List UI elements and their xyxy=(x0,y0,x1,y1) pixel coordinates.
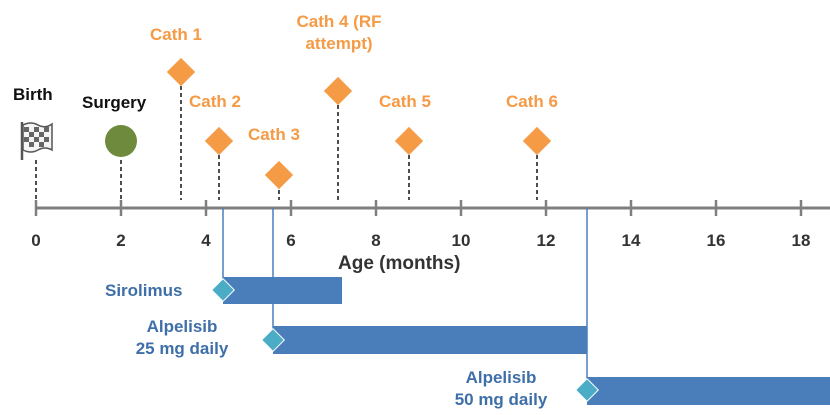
checkered-flag-icon xyxy=(20,122,53,160)
sirolimus-label: Sirolimus xyxy=(105,281,183,300)
alpelisib50-label: Alpelisib 50 mg daily xyxy=(441,367,561,411)
tick-label: 10 xyxy=(451,231,471,250)
tick-label: 4 xyxy=(201,231,211,250)
surgery-label: Surgery xyxy=(82,93,147,112)
sirolimus-start-marker xyxy=(210,277,236,303)
surgery-marker xyxy=(105,125,137,157)
cath5-label: Cath 5 xyxy=(379,92,431,111)
tick-label: 2 xyxy=(116,231,126,250)
birth-label: Birth xyxy=(13,85,53,104)
cath1-label: Cath 1 xyxy=(150,25,202,44)
cath6-marker xyxy=(522,126,552,156)
alpelisib50-bar xyxy=(587,377,830,405)
alpelisib25-label: Alpelisib 25 mg daily xyxy=(122,316,242,360)
axis-title: Age (months) xyxy=(338,253,461,274)
alpelisib25-label-line2: 25 mg daily xyxy=(135,339,229,358)
cath4-marker xyxy=(323,76,353,106)
cath6-label: Cath 6 xyxy=(506,92,558,111)
tick-label: 12 xyxy=(536,231,556,250)
sirolimus-bar xyxy=(223,277,342,304)
tick-label: 16 xyxy=(706,231,726,250)
alpelisib25-start-marker xyxy=(260,327,286,353)
cath4-label-line2: attempt) xyxy=(305,34,373,53)
alpelisib50-label-line2: 50 mg daily xyxy=(454,390,548,409)
alpelisib50-label-line1: Alpelisib xyxy=(465,368,537,387)
tick-label: 0 xyxy=(31,231,41,250)
cath4-label-line1: Cath 4 (RF xyxy=(296,12,382,31)
axis-ticks xyxy=(34,200,803,216)
cath3-label: Cath 3 xyxy=(248,125,300,144)
tick-label: 8 xyxy=(371,231,381,250)
tick-label: 14 xyxy=(621,231,641,250)
alpelisib50-start-marker xyxy=(574,377,600,403)
cath4-label: Cath 4 (RF attempt) xyxy=(284,11,394,55)
cath2-marker xyxy=(204,126,234,156)
cath1-marker xyxy=(166,57,196,87)
cath3-marker xyxy=(264,160,294,190)
cath5-marker xyxy=(394,126,424,156)
alpelisib25-label-line1: Alpelisib xyxy=(146,317,218,336)
tick-label: 6 xyxy=(286,231,296,250)
alpelisib25-bar xyxy=(273,326,587,354)
cath2-label: Cath 2 xyxy=(189,92,241,111)
tick-label: 18 xyxy=(791,231,811,250)
